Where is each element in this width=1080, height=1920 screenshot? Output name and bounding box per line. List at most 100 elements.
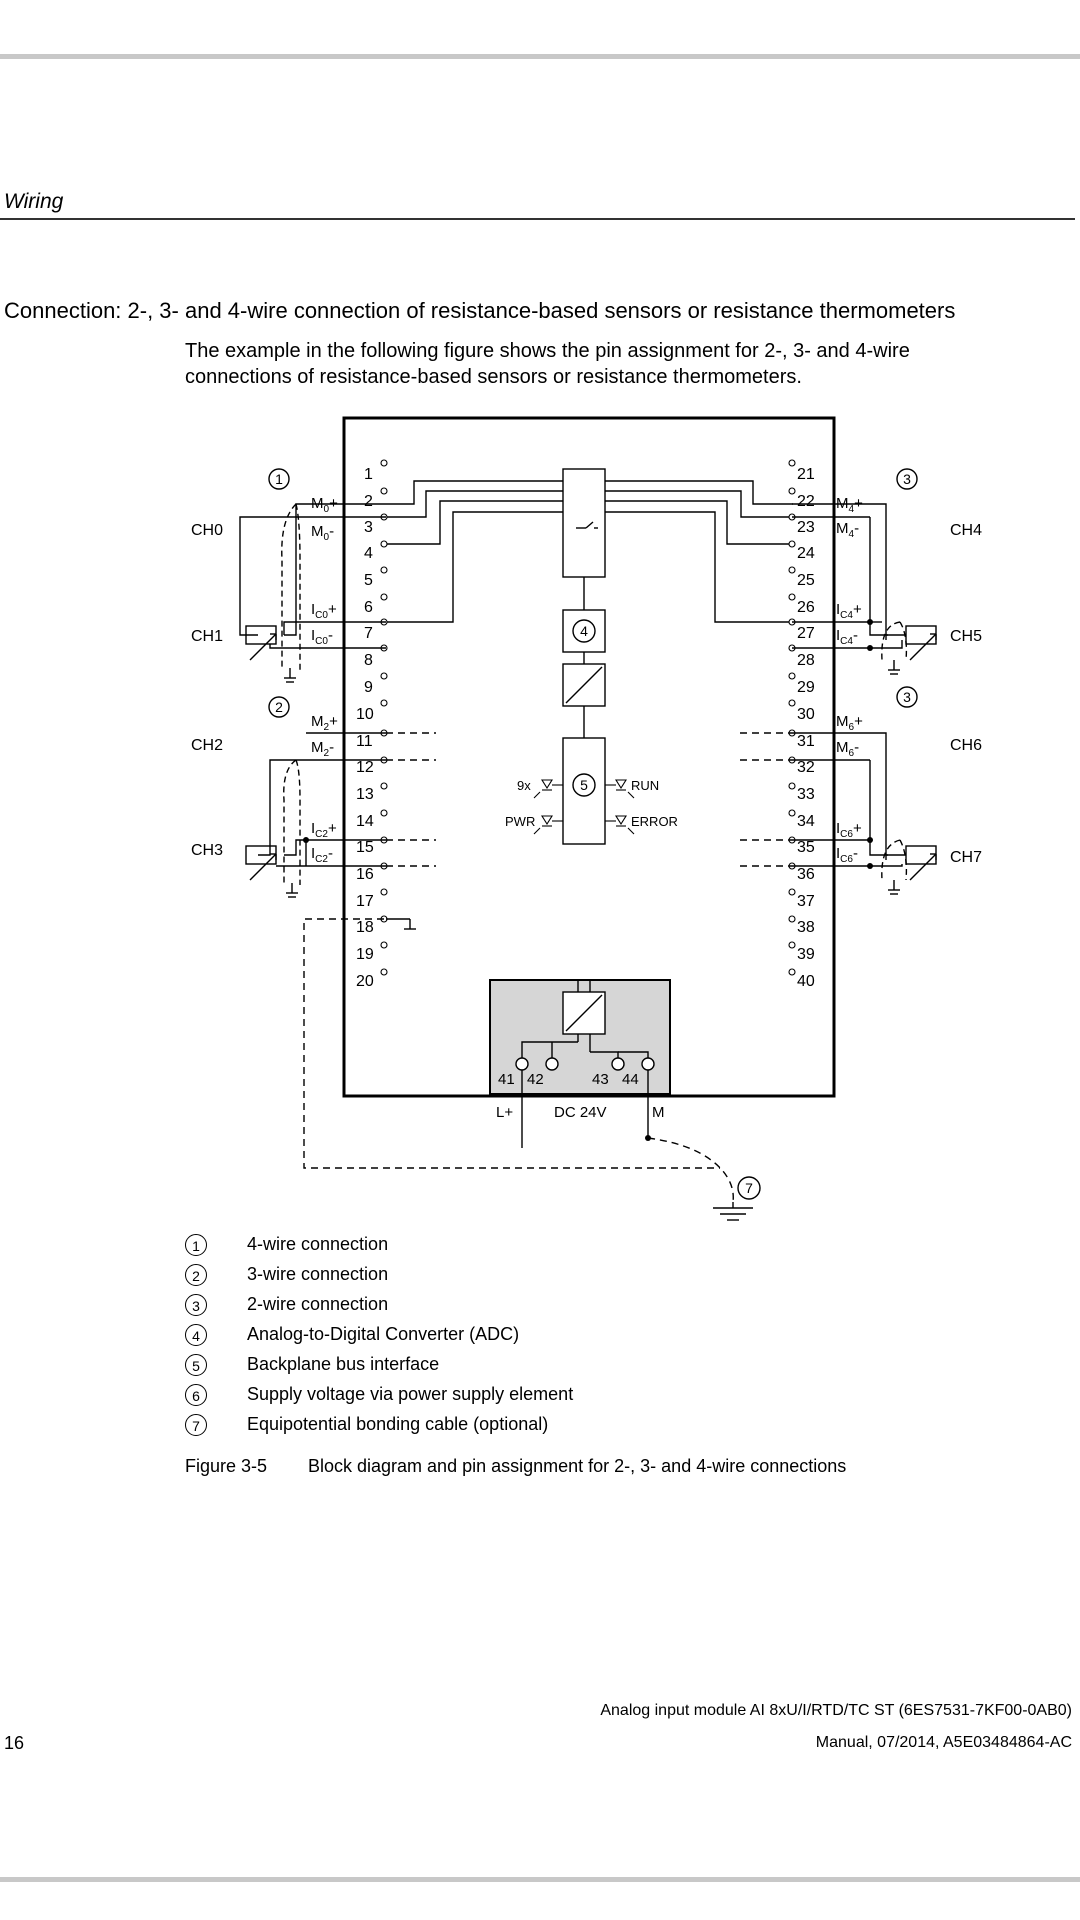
bottom-rule <box>0 1877 1080 1882</box>
block-diagram: 1 2 3 4 5 6 7 8 9 10 11 12 13 14 15 16 1… <box>191 416 982 1221</box>
legend-number: 3 <box>185 1294 207 1316</box>
pin-34: 34 <box>797 813 815 830</box>
pin-11: 11 <box>356 733 373 750</box>
label-ic0-minus: IC0- <box>311 627 333 647</box>
pin-31: 31 <box>797 733 815 750</box>
pin-24: 24 <box>797 545 815 562</box>
label-ic4-minus: IC4- <box>836 627 858 647</box>
label-m4-minus: M4- <box>836 520 859 540</box>
section-divider <box>0 218 1075 220</box>
multiplexer-block <box>562 468 606 578</box>
svg-text:3: 3 <box>903 471 911 487</box>
pin-18: 18 <box>356 919 374 936</box>
bus-interface-block <box>562 737 606 845</box>
legend-number: 4 <box>185 1324 207 1346</box>
pin-27: 27 <box>797 625 815 642</box>
legend-text: Analog-to-Digital Converter (ADC) <box>247 1324 520 1344</box>
pin-22: 22 <box>797 493 815 510</box>
supply-lplus: L+ <box>496 1104 513 1121</box>
pin-7: 7 <box>364 625 373 642</box>
legend-text: Backplane bus interface <box>247 1354 440 1374</box>
pin-19: 19 <box>356 946 374 963</box>
supply-voltage: DC 24V <box>554 1104 607 1121</box>
page-heading: Connection: 2-, 3- and 4-wire connection… <box>4 298 956 323</box>
callout-1 <box>268 468 290 490</box>
pin-10: 10 <box>356 706 374 723</box>
led-error-label: ERROR <box>631 814 678 829</box>
supply-pin-43: 43 <box>592 1071 609 1088</box>
supply-pin-42: 42 <box>527 1071 544 1088</box>
pin-37: 37 <box>797 893 815 910</box>
pin-14: 14 <box>356 813 374 830</box>
label-ch2: CH2 <box>191 737 223 754</box>
svg-text:3: 3 <box>903 689 911 705</box>
callout-3b <box>896 686 918 708</box>
svg-text:2: 2 <box>275 699 283 715</box>
label-ic4-plus: IC4+ <box>836 601 862 621</box>
figure-title: Block diagram and pin assignment for 2-,… <box>308 1456 847 1476</box>
pin-38: 38 <box>797 919 815 936</box>
pin-2: 2 <box>364 493 373 510</box>
label-m6-plus: M6+ <box>836 713 863 733</box>
led-pwr-label: PWR <box>505 814 535 829</box>
right-terminal-pins: 21 22 23 24 25 26 27 28 29 30 31 32 33 3… <box>797 466 815 990</box>
pin-12: 12 <box>356 759 374 776</box>
pin-3: 3 <box>364 519 373 536</box>
pin-28: 28 <box>797 652 815 669</box>
legend-text: 4-wire connection <box>247 1234 389 1254</box>
callout-2 <box>268 696 290 718</box>
footer-document-title: Analog input module AI 8xU/I/RTD/TC ST (… <box>600 1702 1072 1719</box>
legend-number: 5 <box>185 1354 207 1376</box>
pin-32: 32 <box>797 759 815 776</box>
pin-25: 25 <box>797 572 815 589</box>
legend-text: Equipotential bonding cable (optional) <box>247 1414 549 1434</box>
svg-text:4: 4 <box>580 623 588 639</box>
pin-1: 1 <box>364 466 373 483</box>
pin-20: 20 <box>356 973 374 990</box>
pin-15: 15 <box>356 839 374 856</box>
led-run-label: RUN <box>631 778 659 793</box>
legend-number: 7 <box>185 1414 207 1436</box>
pin-40: 40 <box>797 973 815 990</box>
pin-23: 23 <box>797 519 815 536</box>
figure-number: Figure 3-5 <box>185 1456 268 1476</box>
pin-26: 26 <box>797 599 815 616</box>
pin-16: 16 <box>356 866 374 883</box>
pin-36: 36 <box>797 866 815 883</box>
legend-text: 3-wire connection <box>247 1264 389 1284</box>
label-ic6-minus: IC6- <box>836 845 858 865</box>
label-ic2-plus: IC2+ <box>311 820 337 840</box>
label-ch5: CH5 <box>950 628 982 645</box>
module-outline <box>342 416 836 1098</box>
label-ch4: CH4 <box>950 522 982 539</box>
svg-text:1: 1 <box>275 471 283 487</box>
pin-13: 13 <box>356 786 374 803</box>
supply-m: M <box>652 1104 665 1121</box>
label-ic0-plus: IC0+ <box>311 601 337 621</box>
legend-number: 2 <box>185 1264 207 1286</box>
left-terminal-pins: 1 2 3 4 5 6 7 8 9 10 11 12 13 14 15 16 1… <box>356 466 374 990</box>
pin-9: 9 <box>364 679 373 696</box>
callout-3a <box>896 468 918 490</box>
pin-8: 8 <box>364 652 373 669</box>
pin-35: 35 <box>797 839 815 856</box>
pin-30: 30 <box>797 706 815 723</box>
svg-text:5: 5 <box>580 777 588 793</box>
led-count-label: 9x <box>517 778 531 793</box>
pin-33: 33 <box>797 786 815 803</box>
label-m0-plus: M0+ <box>311 495 338 515</box>
label-m2-plus: M2+ <box>311 713 338 733</box>
pin-29: 29 <box>797 679 815 696</box>
top-rule <box>0 54 1080 59</box>
callout-7 <box>737 1176 761 1200</box>
pin-4: 4 <box>364 545 373 562</box>
pin-21: 21 <box>797 466 815 483</box>
pin-5: 5 <box>364 572 373 589</box>
intro-paragraph: The example in the following figure show… <box>185 340 910 388</box>
pin-39: 39 <box>797 946 815 963</box>
rtd-ch5 <box>905 625 937 645</box>
label-m0-minus: M0- <box>311 523 334 543</box>
pin-6: 6 <box>364 599 373 616</box>
label-m4-plus: M4+ <box>836 495 863 515</box>
label-ch7: CH7 <box>950 849 982 866</box>
